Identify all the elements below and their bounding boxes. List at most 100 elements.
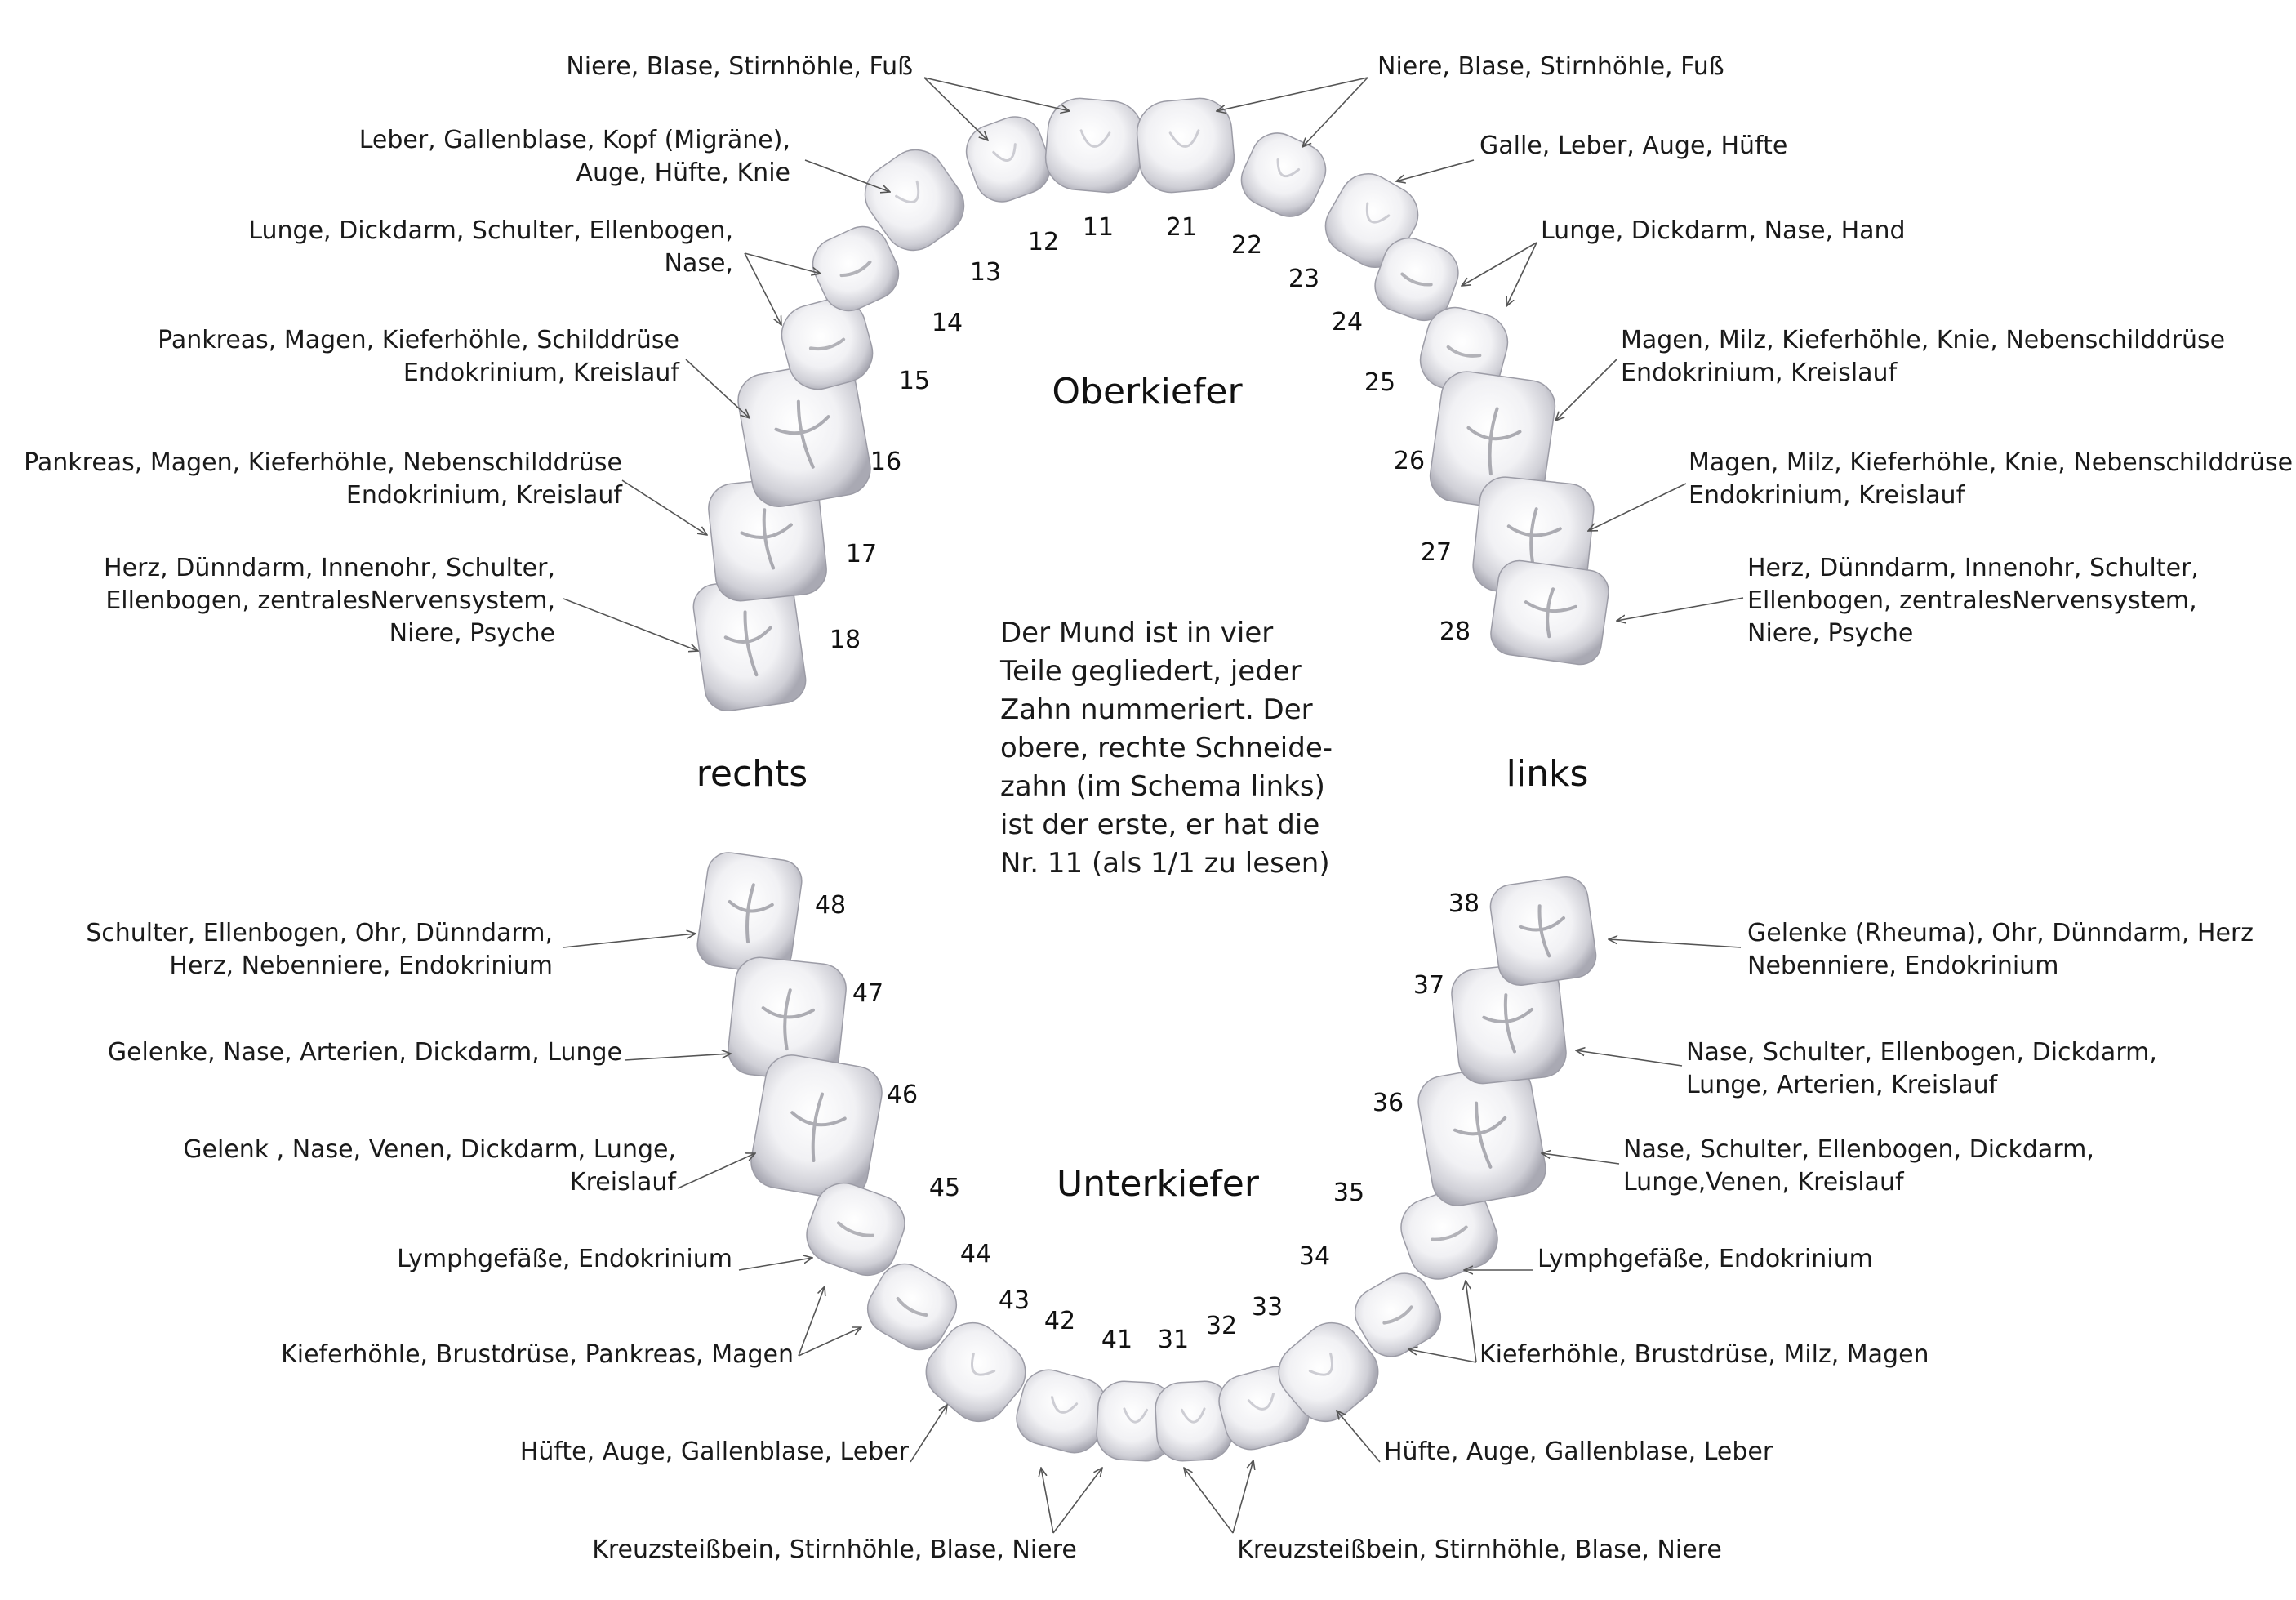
- organ-label-u-24-25: Lunge, Dickdarm, Nase, Hand: [1541, 216, 1906, 245]
- explanation-line: zahn (im Schema links): [1000, 770, 1325, 803]
- tooth-number: 27: [1421, 538, 1452, 567]
- pointer-arrow: [621, 479, 707, 535]
- tooth-number: 36: [1373, 1089, 1404, 1117]
- tooth-crown: [1489, 876, 1597, 987]
- tooth-groove: [723, 610, 772, 677]
- organ-label-line: Niere, Blase, Stirnhöhle, Fuß: [566, 52, 913, 81]
- organ-label-line: Kreuzsteißbein, Stirnhöhle, Blase, Niere: [1237, 1535, 1722, 1564]
- tooth-12: [965, 116, 1052, 203]
- explanation-line: Nr. 11 (als 1/1 zu lesen): [1000, 847, 1330, 880]
- tooth-28: [1490, 559, 1609, 666]
- tooth-groove: [728, 883, 774, 944]
- pointer-arrow: [1184, 1468, 1234, 1534]
- tooth-crown: [750, 1054, 883, 1200]
- tooth-number: 43: [999, 1286, 1030, 1315]
- tooth-crown: [866, 1263, 958, 1351]
- pointer-arrow: [677, 1153, 755, 1189]
- organ-label-u-16: Pankreas, Magen, Kieferhöhle, Schilddrüs…: [158, 326, 680, 387]
- tooth-number: 48: [815, 891, 846, 920]
- pointer-arrow: [563, 934, 696, 948]
- pointer-arrow: [923, 77, 1070, 111]
- tooth-crown: [696, 852, 803, 974]
- tooth-48: [696, 852, 803, 974]
- left-side-heading: links: [1506, 753, 1589, 795]
- organ-label-u-28: Herz, Dünndarm, Innenohr, Schulter,Ellen…: [1747, 554, 2199, 648]
- tooth-number: 44: [960, 1240, 991, 1268]
- tooth-crown: [1490, 559, 1609, 666]
- tooth-45: [806, 1182, 905, 1277]
- explanation-line: Zahn nummeriert. Der: [1000, 693, 1313, 726]
- explanation-line: Teile gegliedert, jeder: [999, 655, 1302, 688]
- tooth-groove: [740, 508, 793, 570]
- organ-label-line: Niere, Psyche: [1747, 619, 1913, 648]
- tooth-groove: [1506, 507, 1562, 568]
- tooth-ridge: [895, 180, 920, 203]
- organ-label-l-31-32: Kreuzsteißbein, Stirnhöhle, Blase, Niere: [1237, 1535, 1722, 1564]
- organ-label-line: Kreislauf: [570, 1168, 678, 1197]
- organ-label-l-43: Hüfte, Auge, Gallenblase, Leber: [520, 1437, 910, 1466]
- tooth-ridge: [1123, 1407, 1149, 1424]
- organ-label-u-27: Magen, Milz, Kieferhöhle, Knie, Nebensch…: [1689, 448, 2293, 510]
- tooth-ridge: [1308, 1352, 1333, 1376]
- organ-label-line: Herz, Dünndarm, Innenohr, Schulter,: [104, 554, 555, 582]
- tooth-number: 23: [1288, 265, 1319, 293]
- tooth-11: [1044, 97, 1144, 194]
- pointer-arrow: [563, 598, 698, 651]
- tooth-46: [750, 1054, 883, 1200]
- pointer-arrow: [804, 159, 890, 192]
- organ-label-line: Magen, Milz, Kieferhöhle, Knie, Nebensch…: [1621, 326, 2225, 354]
- tooth-number: 16: [870, 448, 901, 476]
- organ-label-line: Lymphgefäße, Endokrinium: [397, 1245, 732, 1273]
- tooth-crown: [812, 225, 900, 312]
- tooth-33: [1278, 1321, 1379, 1423]
- tooth-13: [864, 149, 965, 252]
- organ-label-line: Schulter, Ellenbogen, Ohr, Dünndarm,: [86, 919, 553, 947]
- tooth-number: 33: [1252, 1293, 1283, 1321]
- tooth-groove: [1431, 1225, 1468, 1241]
- pointer-arrow: [1588, 483, 1687, 531]
- organ-label-line: Endokrinium, Kreislauf: [346, 481, 624, 510]
- explanation-line: obere, rechte Schneide-: [1000, 732, 1333, 764]
- tooth-number: 46: [887, 1081, 918, 1109]
- tooth-number: 45: [929, 1174, 960, 1202]
- organ-label-line: Pankreas, Magen, Kieferhöhle, Schilddrüs…: [158, 326, 679, 354]
- tooth-number: 32: [1206, 1312, 1237, 1340]
- organ-label-line: Lunge, Dickdarm, Nase, Hand: [1541, 216, 1906, 245]
- explanation-line: ist der erste, er hat die: [1000, 809, 1319, 841]
- tooth-groove: [761, 988, 815, 1051]
- organ-label-line: Kieferhöhle, Brustdrüse, Pankreas, Magen: [281, 1340, 794, 1369]
- pointer-arrow: [1408, 1349, 1477, 1363]
- tooth-43: [925, 1321, 1026, 1423]
- organ-label-line: Auge, Hüfte, Knie: [576, 158, 791, 187]
- tooth-number: 22: [1231, 231, 1262, 260]
- tooth-groove: [896, 1297, 928, 1317]
- organ-label-line: Endokrinium, Kreislauf: [1689, 481, 1966, 510]
- teeth-layer: [692, 97, 1609, 1462]
- tooth-crown: [1354, 1272, 1442, 1357]
- tooth-44: [866, 1263, 958, 1351]
- organ-label-line: Niere, Psyche: [389, 619, 555, 648]
- tooth-number: 13: [970, 258, 1001, 287]
- tooth-number: 14: [932, 309, 963, 337]
- organ-label-line: Galle, Leber, Auge, Hüfte: [1479, 131, 1787, 160]
- organ-label-line: Hüfte, Auge, Gallenblase, Leber: [1384, 1437, 1773, 1466]
- tooth-number: 34: [1299, 1242, 1330, 1271]
- tooth-number: 28: [1439, 617, 1471, 646]
- tooth-24: [1374, 238, 1459, 321]
- tooth-ridge: [992, 143, 1017, 162]
- tooth-26: [1429, 371, 1556, 511]
- tooth-groove: [1524, 587, 1577, 639]
- tooth-groove: [1518, 904, 1566, 958]
- pointer-arrow: [798, 1286, 825, 1357]
- tooth-groove: [1466, 407, 1522, 476]
- pointer-arrow: [685, 359, 750, 418]
- pointer-arrow: [744, 252, 821, 274]
- tooth-number: 47: [852, 979, 883, 1008]
- tooth-17: [708, 476, 827, 602]
- organ-label-line: Herz, Nebenniere, Endokrinium: [169, 952, 553, 980]
- organ-label-line: Herz, Dünndarm, Innenohr, Schulter,: [1747, 554, 2199, 582]
- tooth-number: 42: [1044, 1307, 1075, 1335]
